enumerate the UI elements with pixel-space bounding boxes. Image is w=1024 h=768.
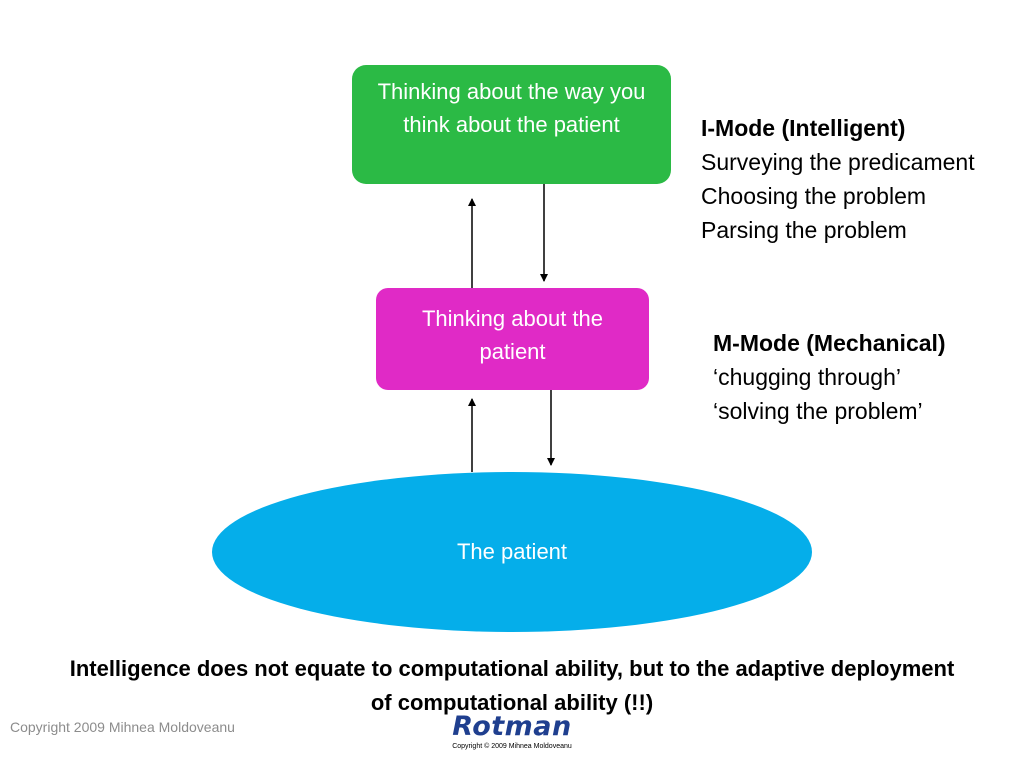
ellipse-label: The patient (456, 539, 568, 564)
i-mode-heading: I-Mode (Intelligent) (701, 115, 906, 141)
i-mode-item: Surveying the predicament (701, 149, 975, 175)
top-box-meta-thinking: Thinking about the way you think about t… (352, 65, 671, 184)
middle-box-thinking: Thinking about the patient (376, 288, 649, 390)
i-mode-description: I-Mode (Intelligent) Surveying the predi… (701, 111, 975, 247)
middle-box-label: Thinking about the patient (421, 306, 604, 364)
i-mode-item: Choosing the problem (701, 183, 927, 209)
conclusion-statement: Intelligence does not equate to computat… (69, 656, 955, 715)
bottom-ellipse-patient: The patient (212, 472, 812, 632)
m-mode-item: ‘solving the problem’ (713, 398, 923, 424)
footer-copyright: Copyright 2009 Mihnea Moldoveanu (10, 719, 235, 735)
rotman-logo: Rotman Copyright © 2009 Mihnea Moldovean… (436, 712, 588, 756)
i-mode-item: Parsing the problem (701, 217, 907, 243)
m-mode-description: M-Mode (Mechanical) ‘chugging through’ ‘… (713, 326, 946, 428)
m-mode-heading: M-Mode (Mechanical) (713, 330, 946, 356)
rotman-logo-wordmark: Rotman (452, 711, 572, 742)
top-box-label: Thinking about the way you think about t… (377, 79, 646, 137)
m-mode-item: ‘chugging through’ (713, 364, 901, 390)
logo-copyright: Copyright © 2009 Mihnea Moldoveanu (452, 743, 572, 750)
